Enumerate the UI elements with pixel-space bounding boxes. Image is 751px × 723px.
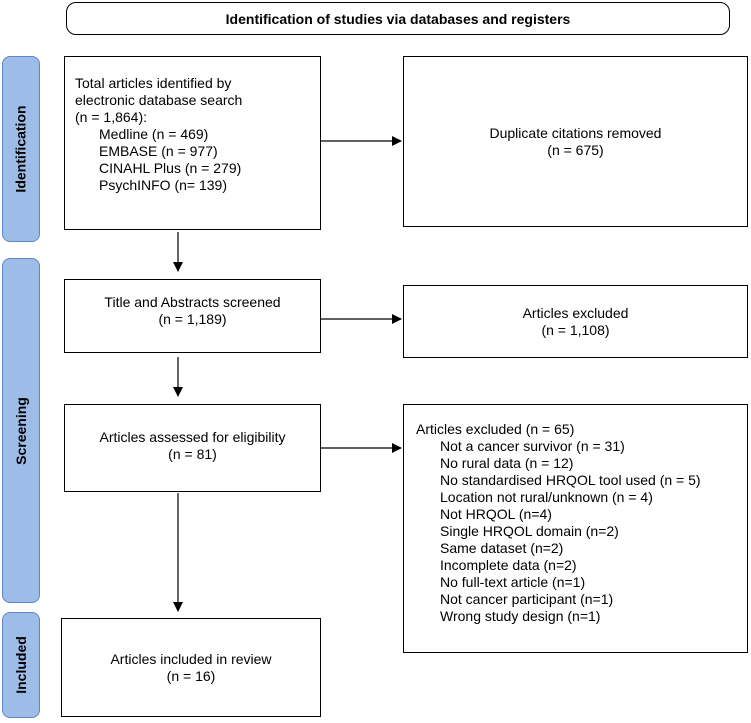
- eligibility-count: (n = 81): [168, 446, 217, 462]
- diagram-title-text: Identification of studies via databases …: [225, 10, 571, 27]
- studies-included-count: (n = 16): [166, 667, 216, 684]
- eligibility-box: Articles assessed for eligibility (n = 8…: [64, 404, 321, 492]
- records-screened-label: Title and Abstracts screened: [104, 294, 281, 310]
- phase-identification: Identification: [2, 56, 40, 242]
- source-medline: Medline (n = 469): [99, 126, 209, 142]
- exclusion-reason: Incomplete data (n=2): [440, 557, 577, 573]
- exclusion-reason: Not HRQOL (n=4): [440, 506, 552, 522]
- exclusion-reason: No full-text article (n=1): [440, 574, 586, 590]
- source-cinahl: CINAHL Plus (n = 279): [99, 160, 242, 176]
- exclusion-reason: Location not rural/unknown (n = 4): [440, 489, 653, 505]
- source-embase: EMBASE (n = 977): [99, 143, 218, 159]
- phase-screening: Screening: [2, 258, 40, 603]
- duplicates-removed-count: (n = 675): [547, 141, 604, 158]
- records-identified-line: Total articles identified by: [75, 75, 232, 91]
- records-screened-box: Title and Abstracts screened (n = 1,189): [64, 279, 321, 353]
- records-excluded-label: Articles excluded: [522, 304, 629, 321]
- exclusion-reason: Same dataset (n=2): [440, 540, 564, 556]
- records-screened-count: (n = 1,189): [158, 311, 227, 327]
- exclusion-reason: No rural data (n = 12): [440, 455, 574, 471]
- source-psychinfo: PsychINFO (n= 139): [99, 177, 227, 193]
- exclusion-reason: Not cancer participant (n=1): [440, 591, 614, 607]
- fulltext-excluded-box: Articles excluded (n = 65) Not a cancer …: [403, 404, 748, 653]
- eligibility-label: Articles assessed for eligibility: [99, 429, 286, 445]
- records-identified-box: Total articles identified by electronic …: [64, 56, 321, 230]
- exclusion-reason: Wrong study design (n=1): [440, 608, 601, 624]
- exclusion-reason: No standardised HRQOL tool used (n = 5): [440, 472, 701, 488]
- studies-included-box: Articles included in review (n = 16): [61, 618, 321, 717]
- records-excluded-box: Articles excluded (n = 1,108): [403, 285, 748, 358]
- diagram-title: Identification of studies via databases …: [66, 2, 730, 35]
- exclusion-reason: Single HRQOL domain (n=2): [440, 523, 619, 539]
- records-identified-line: electronic database search: [75, 92, 243, 108]
- fulltext-excluded-heading: Articles excluded (n = 65): [416, 421, 575, 437]
- duplicates-removed-box: Duplicate citations removed (n = 675): [403, 56, 748, 227]
- studies-included-label: Articles included in review: [110, 650, 272, 667]
- exclusion-reason: Not a cancer survivor (n = 31): [440, 438, 625, 454]
- records-excluded-count: (n = 1,108): [541, 321, 610, 338]
- phase-included: Included: [2, 612, 40, 718]
- duplicates-removed-label: Duplicate citations removed: [489, 124, 662, 141]
- records-identified-line: (n = 1,864):: [75, 109, 147, 125]
